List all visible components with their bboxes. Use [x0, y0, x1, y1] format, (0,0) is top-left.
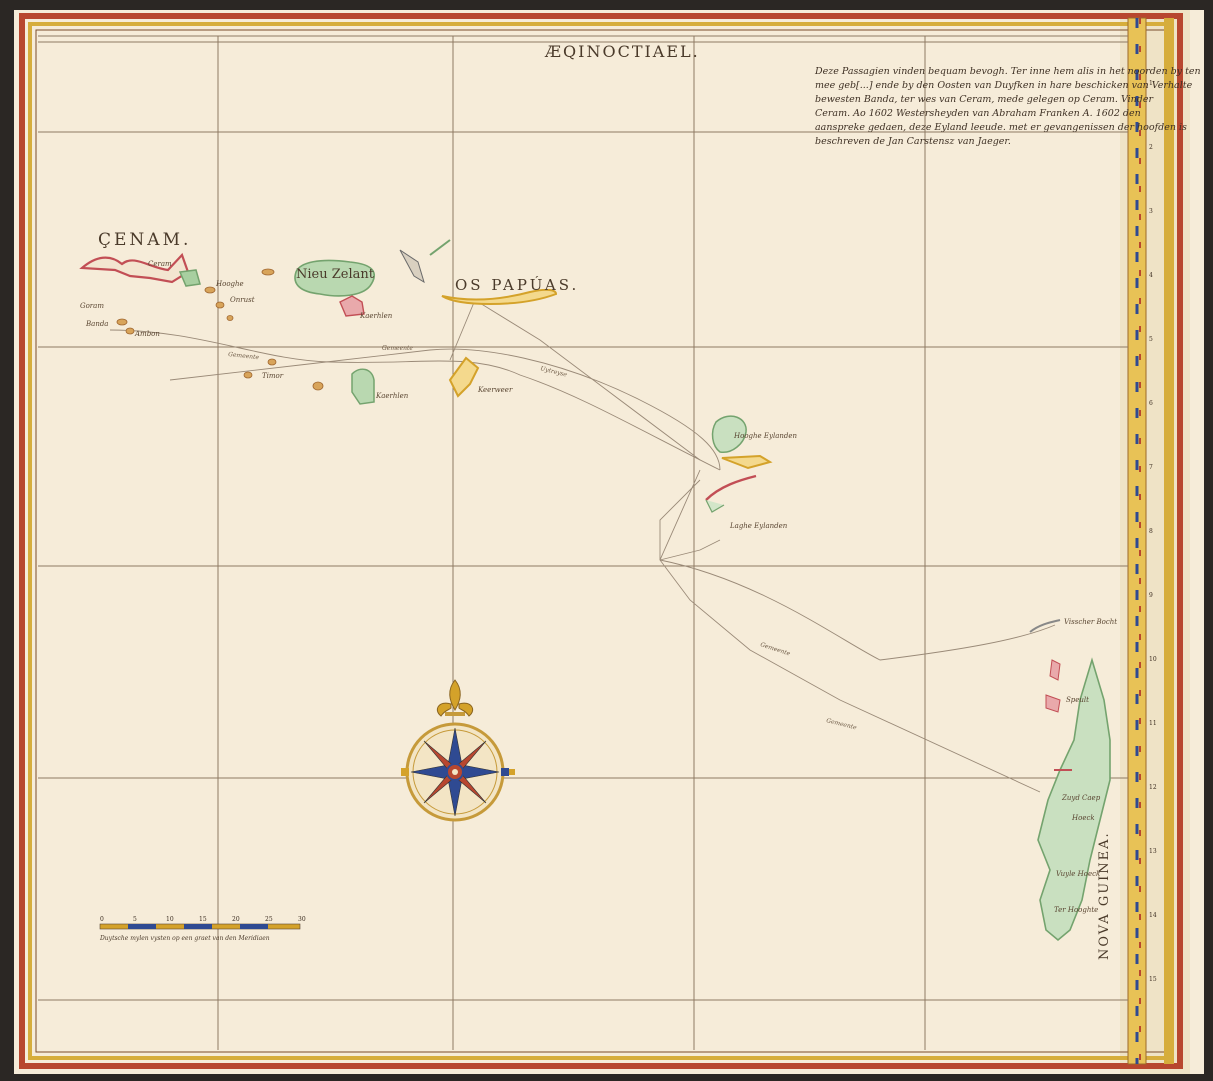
latitude-scale-number: 2 — [1149, 144, 1153, 151]
place-label-os-papuas: OS PAPÚAS. — [455, 276, 579, 294]
scale-bar-number: 25 — [265, 916, 273, 923]
latitude-scale-number: 1 — [1149, 80, 1153, 87]
small-label: Kaerhlen — [375, 392, 409, 400]
scale-bar-number: 30 — [298, 916, 306, 923]
os-papuas-coast — [441, 288, 558, 306]
latitude-scale-number: 7 — [1149, 464, 1153, 471]
place-label-nova-guinea: NOVA GUINEA. — [1097, 831, 1112, 960]
small-label: Vuyle Hoeck — [1056, 870, 1100, 878]
place-label-ceram: ÇENAM. — [98, 230, 191, 250]
small-label: Timor — [262, 372, 284, 380]
small-label: Onrust — [230, 296, 255, 304]
place-labels: ÇENAM. Nieu Zelant OS PAPÚAS. NOVA GUINE… — [98, 230, 1112, 960]
scale-bar-number: 10 — [166, 916, 174, 923]
latitude-scale-number: 3 — [1149, 208, 1153, 215]
fleur-de-lis-icon — [436, 679, 474, 717]
note-line: beschreven de Jan Carstensz van Jaeger. — [815, 136, 1011, 147]
scale-bar-number: 15 — [199, 916, 207, 923]
latitude-scale-number: 4 — [1149, 272, 1153, 279]
latitude-scale-number: 13 — [1149, 848, 1157, 855]
latitude-scale-number: 6 — [1149, 400, 1153, 407]
equator-label: ÆQINOCTIAEL. — [544, 42, 700, 61]
paper-sheet — [14, 10, 1204, 1074]
scale-bar-number: 20 — [232, 916, 240, 923]
latitude-scale-number: 12 — [1149, 784, 1157, 791]
nieu-zelant-island — [294, 259, 375, 297]
small-label: Ambon — [134, 330, 160, 338]
route-label: Gemeente — [228, 351, 260, 361]
small-label: Ceram — [148, 260, 172, 268]
note-block: Deze Passagien vinden bequam bevogh. Ter… — [814, 66, 1201, 147]
small-labels: Goram Ceram Hooghe Onrust Banda Ambon Ti… — [80, 260, 1117, 914]
sailing-routes — [109, 299, 1056, 793]
latitude-scale — [1127, 17, 1181, 1065]
latitude-scale-number: 5 — [1149, 336, 1153, 343]
graticule — [38, 35, 1128, 1050]
small-label: Banda — [85, 320, 108, 328]
route-label: Gemeente — [382, 345, 413, 352]
ceram-island — [79, 252, 190, 284]
small-label: Goram — [80, 302, 104, 310]
note-line: mee geb[...] ende by den Oosten van Duyf… — [815, 80, 1193, 91]
note-line: bewesten Banda, ter wes van Ceram, mede … — [815, 94, 1154, 105]
latitude-scale-number: 11 — [1149, 720, 1157, 727]
compass-rose-icon — [401, 722, 515, 822]
latitude-scale-number: 10 — [1149, 656, 1157, 663]
scale-bar: Duytsche mylen vysten op een graet van d… — [99, 923, 301, 942]
scale-bar-number: 5 — [133, 916, 137, 923]
latitude-scale-number: 14 — [1149, 912, 1157, 919]
note-line: Ceram. Ao 1602 Westersheyden van Abraham… — [815, 108, 1141, 119]
place-label-nieu-zelant: Nieu Zelant — [296, 267, 375, 282]
small-label: Keerweer — [477, 386, 513, 394]
small-label: Zuyd Caep — [1061, 794, 1101, 802]
small-label: Visscher Bocht — [1064, 618, 1117, 626]
scale-bar-caption: Duytsche mylen vysten op een graet van d… — [99, 935, 270, 942]
note-line: Deze Passagien vinden bequam bevogh. Ter… — [814, 66, 1201, 77]
note-line: aanspreke gedaen, deze Eyland leeude. me… — [815, 122, 1187, 133]
coastlines — [79, 239, 1111, 942]
small-label: Kaerhlen — [359, 312, 393, 320]
latitude-scale-number: 15 — [1149, 976, 1157, 983]
nova-guinea-coast — [1037, 657, 1111, 942]
latitude-scale-number: 8 — [1149, 528, 1153, 535]
small-label: Hooghe Eylanden — [733, 432, 797, 440]
scale-bar-numbers: 0 5 10 15 20 25 30 — [100, 916, 306, 923]
scale-bar-number: 0 — [100, 916, 104, 923]
small-label: Hooghe — [215, 280, 244, 288]
latitude-scale-number: 9 — [1149, 592, 1153, 599]
small-label: Ter Hooghte — [1054, 906, 1098, 914]
small-label: Speult — [1066, 696, 1089, 704]
small-label: Hoeck — [1071, 814, 1095, 822]
small-label: Laghe Eylanden — [729, 522, 788, 530]
